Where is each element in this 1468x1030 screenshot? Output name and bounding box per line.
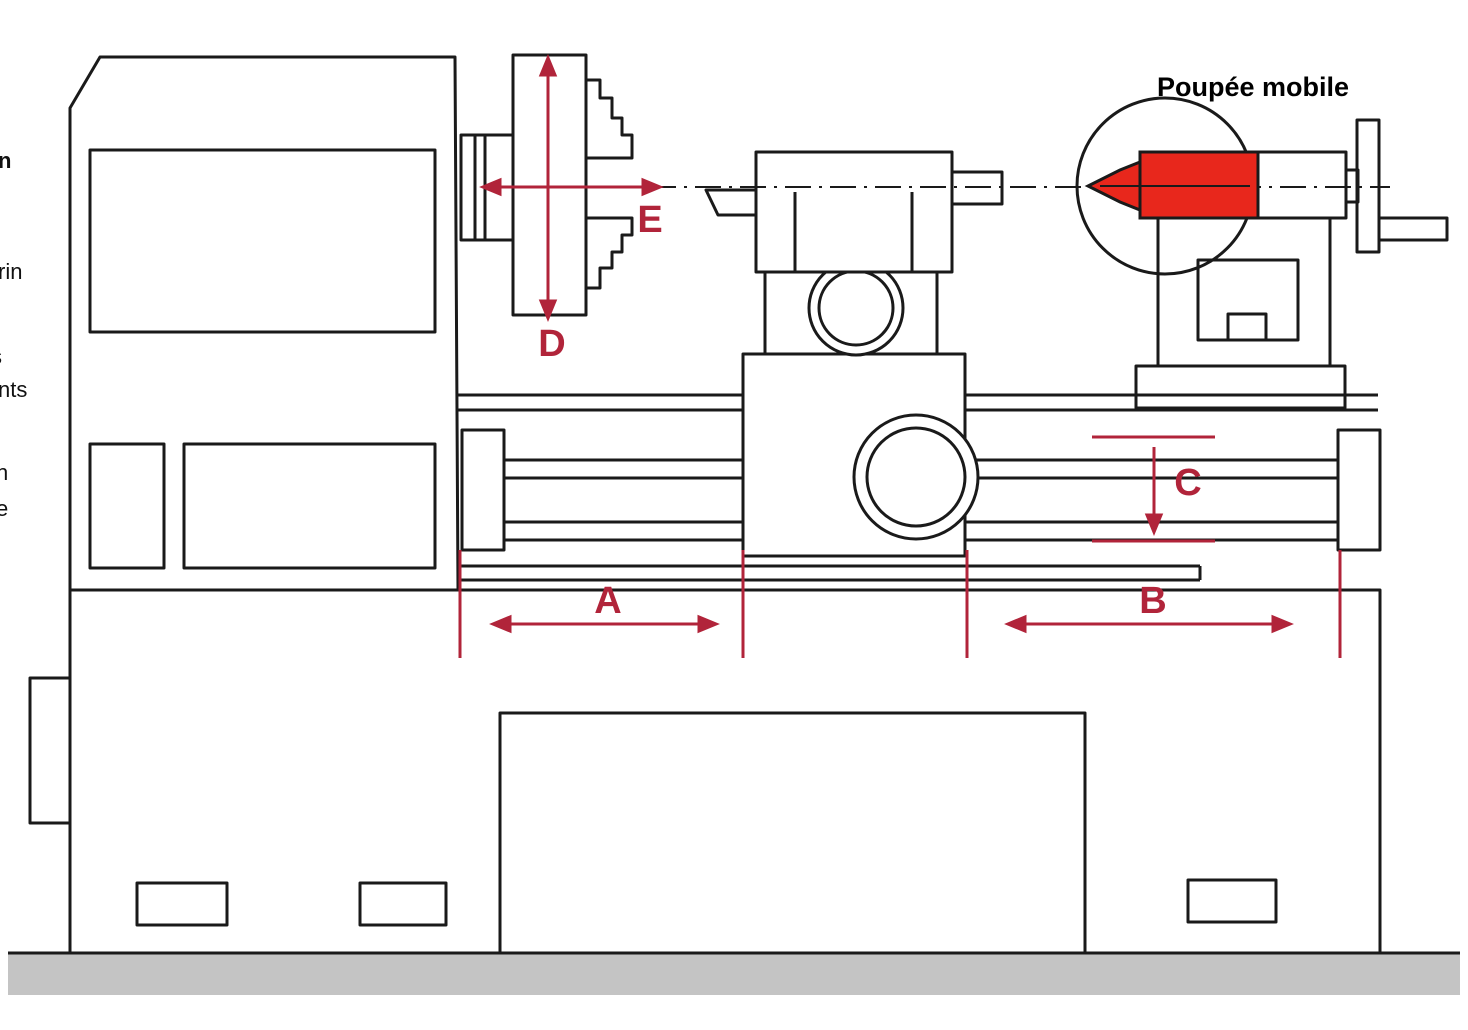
- cabinet-door: [498, 711, 1087, 955]
- foot-left: [135, 881, 229, 927]
- tailstock-label: Poupée mobile: [1157, 72, 1349, 102]
- left-fragment-4: nts: [0, 377, 28, 402]
- chuck-jaw-top: [586, 78, 634, 160]
- left-fragment-6: e: [0, 496, 9, 521]
- floor: [8, 953, 1460, 995]
- tailstock-quill: [1084, 150, 1260, 220]
- tailstock-base: [1134, 364, 1347, 410]
- cross-slide-handwheel: [807, 259, 905, 357]
- left-fragment-1: n: [0, 148, 12, 173]
- side-lever: [28, 676, 72, 825]
- left-fragment-5: n: [0, 460, 9, 485]
- tool-post: [754, 150, 954, 274]
- apron-handwheel: [852, 413, 980, 541]
- label-e: E: [637, 199, 662, 241]
- label-a: A: [594, 580, 621, 622]
- headstock-panel-top: [88, 148, 437, 334]
- left-fragment-2: rin: [0, 259, 23, 284]
- bed-end-left: [460, 428, 506, 552]
- cabinet: [70, 588, 1382, 953]
- foot-right: [1186, 878, 1278, 924]
- tailstock-body: [1156, 216, 1332, 368]
- chuck-jaw-bottom: [586, 216, 634, 290]
- tailstock-barrel: [1256, 150, 1348, 220]
- tailstock-window: [1196, 258, 1300, 342]
- label-c: C: [1174, 462, 1201, 504]
- cutting-tool: [704, 188, 756, 217]
- tailstock-handle: [1377, 216, 1449, 242]
- bed-end-right: [1336, 428, 1382, 552]
- foot-middle: [358, 881, 448, 927]
- label-d: D: [538, 323, 565, 365]
- label-b: B: [1139, 580, 1166, 622]
- headstock-body: [68, 55, 460, 953]
- left-fragment-3: s: [0, 346, 2, 368]
- headstock-panel-small: [88, 442, 166, 570]
- headstock-panel-wide: [182, 442, 437, 570]
